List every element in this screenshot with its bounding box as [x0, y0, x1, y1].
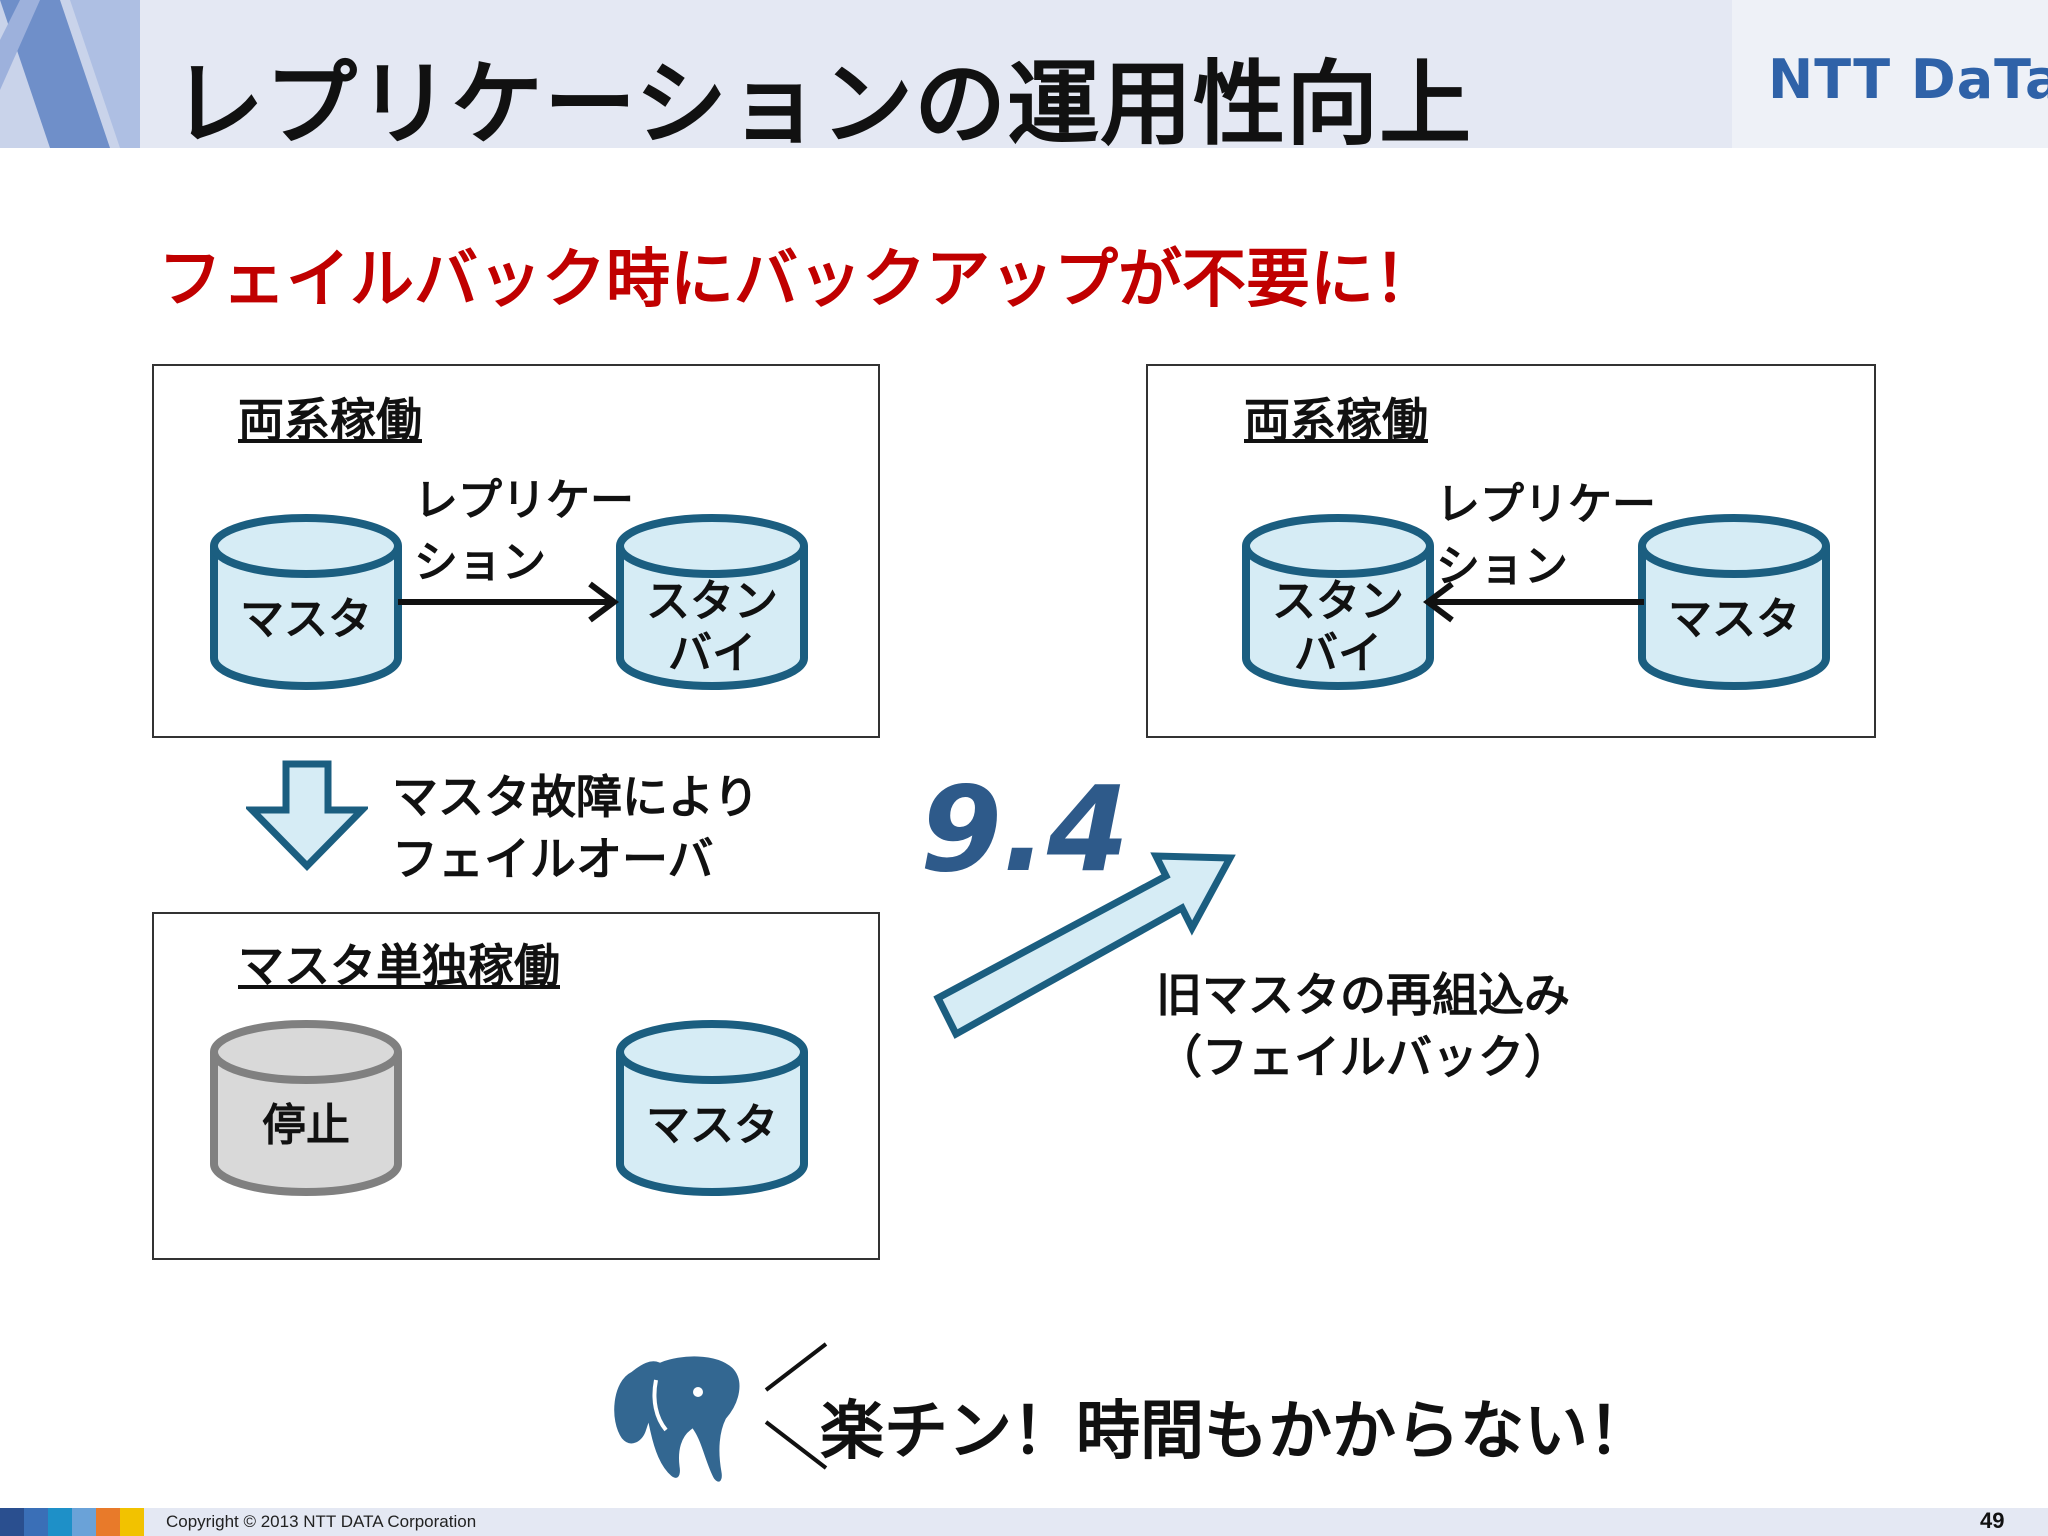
failback-note: 旧マスタの再組込み （フェイルバック） [1156, 964, 1570, 1088]
footer-color-block [72, 1508, 96, 1536]
replication-arrow-left-icon [1423, 581, 1644, 623]
footer-color-block [96, 1508, 120, 1536]
db-standby-label-line2: バイ [668, 628, 756, 679]
page-number: 49 [1980, 1508, 2005, 1533]
db-master-icon [1638, 514, 1830, 690]
db-stopped-label: 停止 [262, 1100, 350, 1151]
speech-lines-icon [764, 1342, 828, 1470]
subtitle: フェイルバック時にバックアップが不要に！ [158, 243, 1438, 317]
panel-label: 両系稼働 [1244, 393, 1428, 447]
db-standby-icon [1242, 514, 1434, 690]
db-standby-label: スタン バイ [614, 576, 810, 680]
db-standby-label-line1: スタン [646, 576, 778, 627]
logo-area [1732, 0, 2048, 148]
copyright-text: Copyright © 2013 NTT DATA Corporation [166, 1512, 477, 1531]
footer-color-block [48, 1508, 72, 1536]
db-stopped-icon [210, 1020, 402, 1196]
replication-label: レプリケー ション [414, 470, 634, 594]
down-arrow-icon [246, 760, 368, 871]
panel-label: マスタ単独稼働 [238, 939, 560, 993]
failover-note-line2: フェイルオーバ [392, 832, 714, 886]
failback-note-line1: 旧マスタの再組込み [1156, 968, 1570, 1022]
failover-note: マスタ故障により フェイルオーバ [392, 766, 759, 890]
db-master-icon [210, 514, 402, 690]
version-badge: 9.4 [920, 760, 1130, 898]
diagonal-arrow-icon [933, 852, 1236, 1039]
failback-note-line2: （フェイルバック） [1156, 1030, 1570, 1084]
db-master-label: マスタ [240, 594, 372, 645]
panel-label: 両系稼働 [238, 393, 422, 447]
db-standby-label-line2: バイ [1294, 628, 1382, 679]
footer-color-block [0, 1508, 24, 1536]
db-master-label: マスタ [1668, 594, 1800, 645]
replication-label-line2: ション [414, 537, 546, 588]
db-standby-label: スタン バイ [1240, 576, 1436, 680]
footer-color-block [120, 1508, 144, 1536]
db-master-label: マスタ [646, 1100, 778, 1151]
db-standby-icon [616, 514, 808, 690]
corner-decoration [0, 0, 140, 148]
db-standby-label-line1: スタン [1272, 576, 1404, 627]
replication-label-line2: ション [1436, 541, 1568, 592]
replication-arrow-right-icon [398, 581, 619, 623]
replication-label: レプリケー ション [1436, 474, 1656, 598]
footer-bar [0, 1508, 2048, 1536]
db-master-icon [616, 1020, 808, 1196]
replication-label-line1: レプリケー [414, 475, 634, 526]
page-title: レプリケーションの運用性向上 [172, 51, 1473, 158]
bottom-message: 楽チン！時間もかからない！ [820, 1395, 1652, 1469]
ntt-data-logo: NTT DaTa [1768, 48, 2048, 111]
postgresql-elephant-icon [609, 1351, 745, 1487]
footer-color-block [24, 1508, 48, 1536]
failover-note-line1: マスタ故障により [392, 770, 760, 824]
replication-label-line1: レプリケー [1436, 479, 1656, 530]
header-bar [0, 0, 2048, 148]
